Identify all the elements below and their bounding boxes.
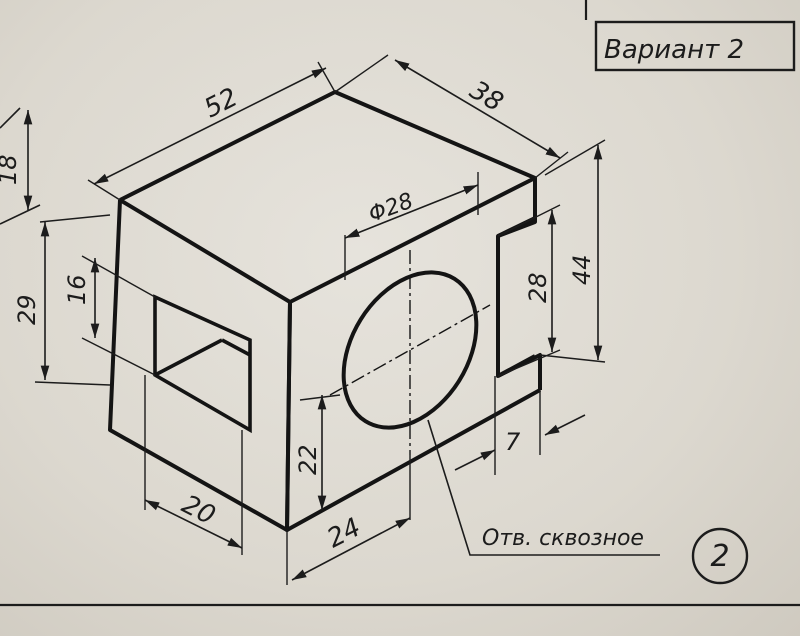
sheet-number-badge: 2 bbox=[691, 527, 749, 585]
dim-depth: 38 bbox=[464, 75, 508, 118]
dim-partial-left: 18 bbox=[0, 154, 22, 185]
variant-label: Вариант 2 bbox=[604, 35, 744, 65]
dim-length: 52 bbox=[200, 82, 243, 124]
side-window bbox=[153, 294, 252, 434]
dimension-lines bbox=[0, 59, 603, 581]
dim-window-height: 16 bbox=[63, 274, 91, 305]
title-block: Вариант 2 bbox=[594, 20, 796, 72]
dimension-labels: 52 38 Φ28 44 28 7 22 24 20 16 29 18 bbox=[0, 75, 596, 554]
sheet-frame bbox=[0, 0, 800, 607]
note-through-hole: Отв. сквозное bbox=[482, 526, 644, 551]
dim-slot-height: 28 bbox=[524, 272, 552, 303]
sheet-number: 2 bbox=[710, 539, 729, 574]
dim-hole-diameter: Φ28 bbox=[366, 189, 417, 228]
dim-total-height: 44 bbox=[568, 254, 596, 285]
through-hole bbox=[329, 250, 491, 455]
dim-window-top-height: 29 bbox=[13, 294, 41, 325]
dim-window-width: 20 bbox=[177, 490, 220, 532]
note-leader bbox=[427, 419, 660, 556]
dim-hole-center-height: 22 bbox=[294, 444, 322, 475]
dim-slot-bottom: 7 bbox=[505, 428, 521, 456]
dim-hole-center-offset: 24 bbox=[323, 512, 366, 554]
